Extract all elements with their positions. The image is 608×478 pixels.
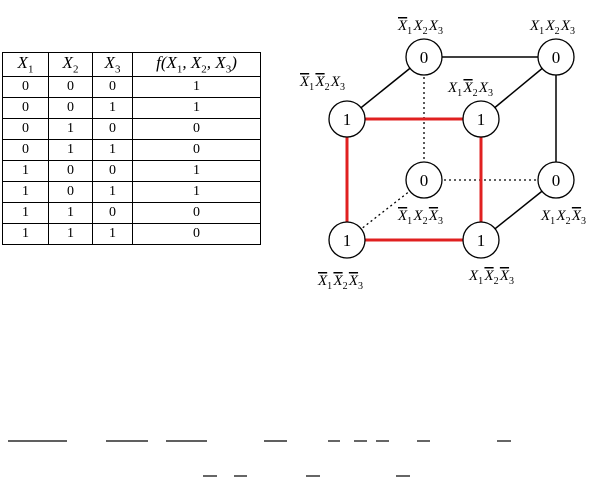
label-front-top-left: X1 X2 X3	[299, 74, 346, 93]
label-front-top-right: X1 X2 X3	[447, 80, 494, 99]
cropped-formula-overbars	[8, 440, 511, 477]
label-back-bottom-right: X1 X2 X3	[540, 208, 587, 227]
table-cell: 1	[92, 223, 133, 245]
header-x3: X3	[92, 52, 133, 77]
node-value: 1	[477, 231, 486, 250]
node-value: 1	[343, 231, 352, 250]
node-front-top-right: 1	[462, 100, 500, 138]
node-front-bottom-left: 1	[328, 221, 366, 259]
label-back-top-right: X1 X2 X3	[529, 18, 576, 37]
table-header-row: X1 X2 X3 f(X1, X2, X3)	[2, 52, 261, 77]
header-f: f(X1, X2, X3)	[132, 52, 261, 77]
label-front-bottom-left: X1 X2 X3	[317, 273, 364, 292]
node-back-top-right: 0	[537, 38, 575, 76]
node-value: 0	[552, 171, 561, 190]
node-back-bottom-left: 0	[405, 161, 443, 199]
node-value: 1	[477, 110, 486, 129]
label-front-bottom-right: X1 X2 X3	[468, 268, 515, 287]
node-value: 0	[420, 171, 429, 190]
table-cell: 0	[132, 223, 261, 245]
node-value: 1	[343, 110, 352, 129]
table-cell: 1	[48, 223, 93, 245]
node-back-bottom-right: 0	[537, 161, 575, 199]
node-back-top-left: 0	[405, 38, 443, 76]
header-x1: X1	[2, 52, 49, 77]
label-back-bottom-left: X1 X2 X3	[397, 208, 444, 227]
node-front-top-left: 1	[328, 100, 366, 138]
label-back-top-left: X1 X2 X3	[397, 18, 444, 37]
highlighted-face	[345, 117, 483, 242]
node-front-bottom-right: 1	[462, 221, 500, 259]
node-value: 0	[552, 48, 561, 67]
node-value: 0	[420, 48, 429, 67]
